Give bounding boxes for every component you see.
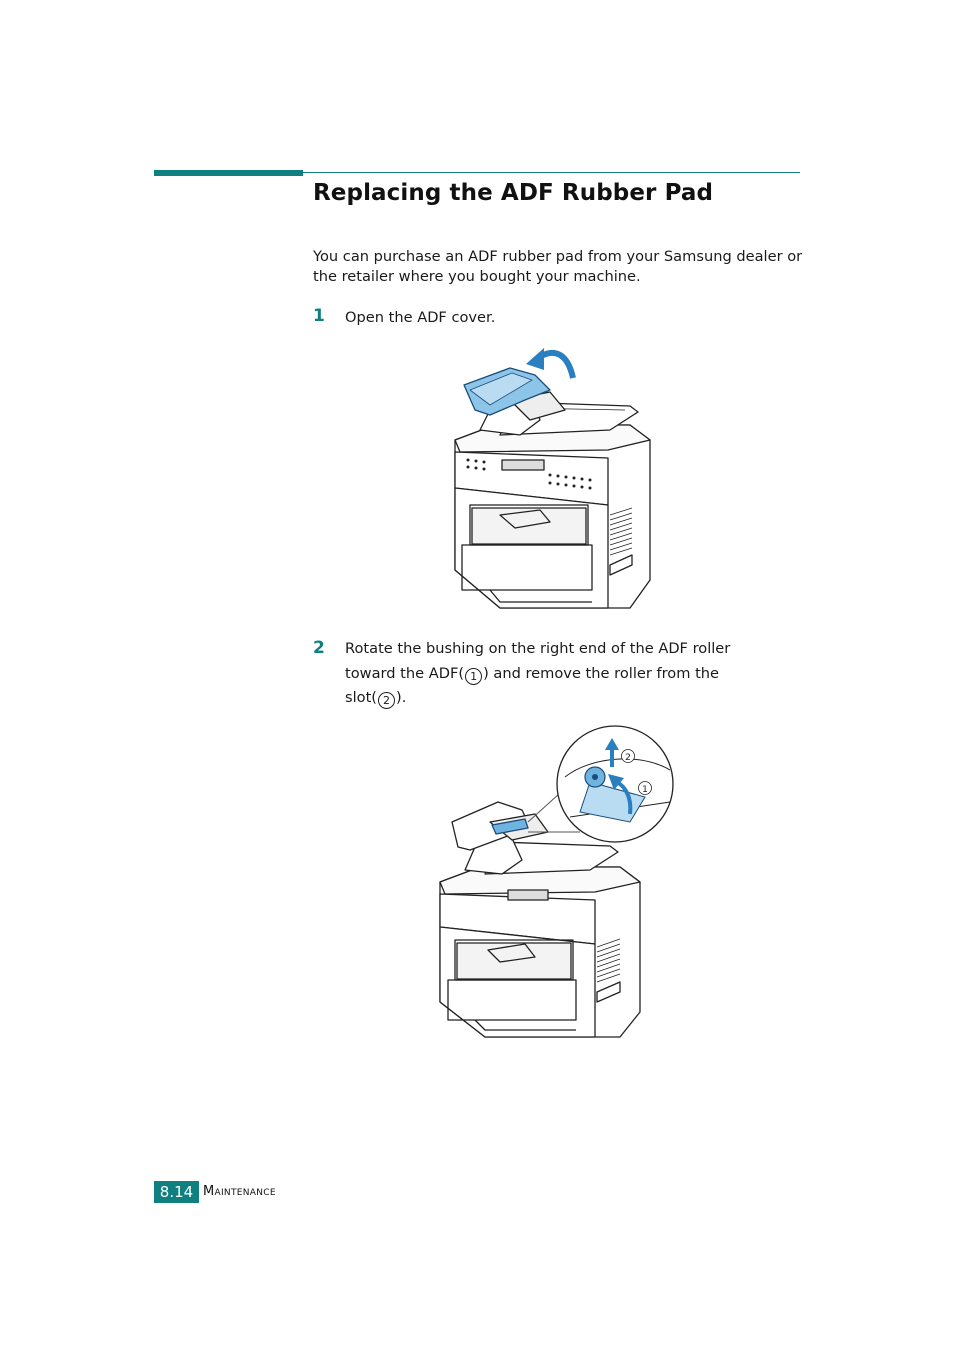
callout-1-inline: 1 <box>465 667 483 685</box>
figure-remove-roller: 2 1 <box>439 725 674 1038</box>
page-number: 8.14 <box>154 1181 199 1203</box>
callout-1-figure: 1 <box>638 781 652 795</box>
svg-text:2: 2 <box>625 753 631 763</box>
intro-paragraph: You can purchase an ADF rubber pad from … <box>313 248 803 285</box>
step-2-line-2a: toward the ADF( <box>345 664 465 682</box>
section-name: Maintenance <box>203 1184 276 1199</box>
callout-2-figure: 2 <box>621 749 635 763</box>
header-rule-thick <box>154 170 303 176</box>
step-2-text: Rotate the bushing on the right end of t… <box>345 637 775 711</box>
svg-text:1: 1 <box>642 785 648 795</box>
step-2-line-1: Rotate the bushing on the right end of t… <box>345 640 731 657</box>
figure-open-adf-cover <box>454 348 651 609</box>
step-2-line-2b: ) and remove the roller from the <box>483 664 720 682</box>
step-2-line-3a: slot( <box>345 689 378 706</box>
header-rule-thin <box>303 172 800 173</box>
step-1-number: 1 <box>313 306 325 326</box>
step-2-number: 2 <box>313 638 325 658</box>
page-title: Replacing the ADF Rubber Pad <box>313 180 714 206</box>
step-2-line-3b: ). <box>396 689 407 706</box>
callout-2-inline: 2 <box>378 692 396 709</box>
step-1-text: Open the ADF cover. <box>345 309 496 326</box>
